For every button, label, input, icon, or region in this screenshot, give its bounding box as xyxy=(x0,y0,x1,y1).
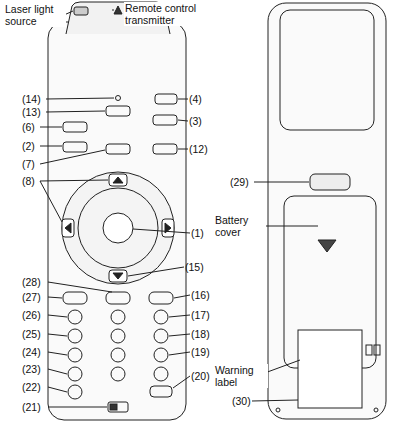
callout-number: (21) xyxy=(22,401,41,413)
callout-number: (1) xyxy=(191,227,204,239)
callout-number: (20) xyxy=(191,370,210,382)
callout-number: (29) xyxy=(230,176,249,188)
callout-number: (25) xyxy=(22,328,41,340)
callout-number: (16) xyxy=(191,289,210,301)
callout-number: (30) xyxy=(232,395,251,407)
callout-number: (26) xyxy=(22,309,41,321)
callout-number: (17) xyxy=(191,309,210,321)
callout-number: (8) xyxy=(22,175,35,187)
callout-number: (2) xyxy=(22,140,35,152)
callout-number: (14) xyxy=(22,93,41,105)
part-name: Laser light source xyxy=(4,3,66,27)
callout-number: (13) xyxy=(22,106,41,118)
callout-number: (4) xyxy=(189,93,202,105)
callout-number: (19) xyxy=(191,346,210,358)
part-name: Warning label xyxy=(214,364,268,388)
callout-number: (6) xyxy=(22,121,35,133)
callout-number: (18) xyxy=(191,328,210,340)
callout-number: (3) xyxy=(189,115,202,127)
callout-number: (7) xyxy=(22,158,35,170)
callout-number: (23) xyxy=(22,363,41,375)
callout-number: (12) xyxy=(189,143,208,155)
callout-number: (28) xyxy=(22,276,41,288)
callout-number: (15) xyxy=(185,261,204,273)
callout-number: (27) xyxy=(22,291,41,303)
part-name: Battery cover xyxy=(214,214,266,238)
callout-number: (24) xyxy=(22,346,41,358)
callout-number: (22) xyxy=(22,381,41,393)
part-name: Remote control transmitter xyxy=(124,2,230,26)
